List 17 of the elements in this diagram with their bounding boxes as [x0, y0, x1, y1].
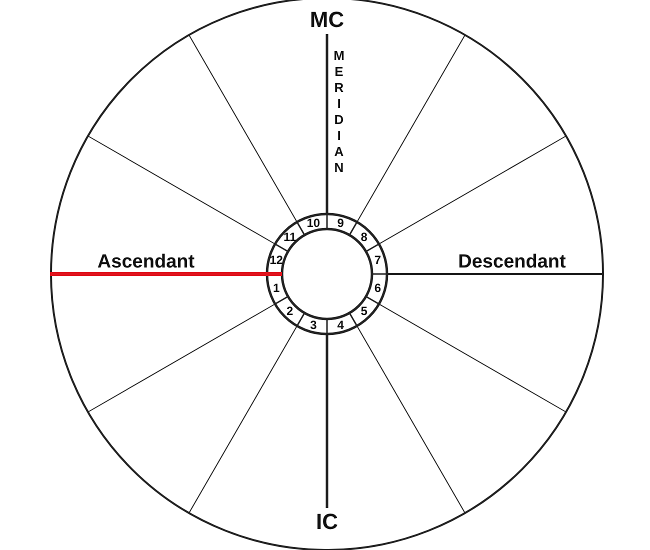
house-number: 10 [306, 217, 320, 230]
house-number: 4 [337, 318, 344, 331]
axis-label: MC [310, 9, 344, 31]
house-number: 8 [360, 230, 368, 243]
house-number: 2 [286, 305, 294, 318]
meridian-label: MERIDIAN [332, 48, 346, 176]
axis-label: Ascendant [97, 252, 195, 272]
axis-label: Descendant [458, 252, 566, 272]
axis-label: IC [316, 511, 338, 533]
house-number: 5 [360, 305, 368, 318]
house-number: 6 [374, 282, 382, 294]
house-number: 12 [270, 254, 283, 266]
house-number: 7 [374, 254, 382, 266]
house-number: 9 [337, 217, 344, 230]
house-number: 11 [284, 230, 296, 243]
house-number: 3 [310, 318, 317, 331]
house-number: 1 [272, 282, 280, 294]
